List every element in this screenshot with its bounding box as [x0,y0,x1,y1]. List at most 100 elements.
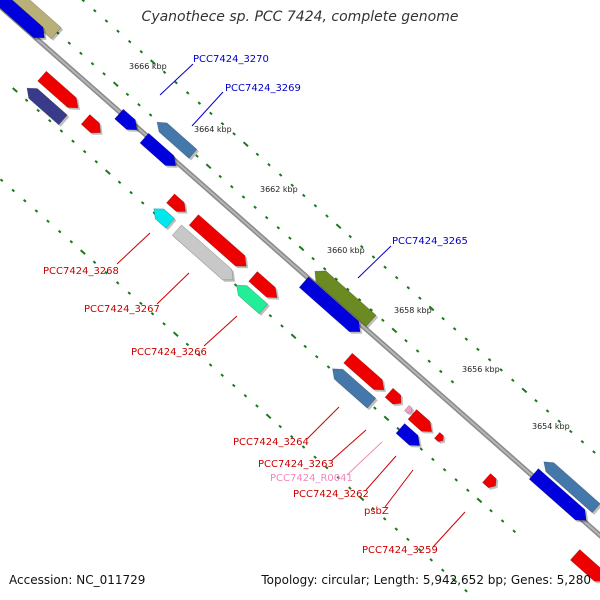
tick-dot-row-0 [439,369,443,374]
tick-dot-row-0 [137,102,141,107]
tick-dot-row-2 [290,183,294,187]
kbp-label-3654: 3654 kbp [532,422,570,431]
gene-label-pcc7424-3262[interactable]: PCC7424_3262 [293,489,369,500]
tick-dot-row-2 [534,398,538,403]
gene-label-psbz[interactable]: psbZ [364,506,389,517]
tick-dot-row-2 [139,50,144,54]
tick-dot-row-0 [264,215,269,220]
tick-dot-row-2 [545,409,550,413]
gene-label-pcc7424-r0041[interactable]: PCC7424_R0041 [270,473,353,484]
tick-dot-row-1 [303,344,307,349]
tick-dot-row-2 [325,214,329,218]
tick-dot-row-0 [311,256,315,261]
feature-blue-3265[interactable] [298,276,361,333]
tick-dot-row-2 [242,141,249,147]
tick-dot-row-2 [580,439,585,444]
tick-dot-row-1 [140,201,145,205]
tick-dot-row-1 [268,313,273,318]
tick-dot-row-2 [383,265,387,270]
tick-dot-row-3 [23,199,27,203]
tick-dot-row-0 [79,51,83,56]
feature-red-3[interactable] [166,193,186,212]
tick-dot-row-1 [280,324,284,328]
tick-dot-row-1 [59,129,64,133]
tick-dot-row-3 [185,342,190,347]
tick-dot-row-2 [428,305,435,312]
tick-dot-row-0 [334,277,339,281]
tick-dot-row-3 [220,373,224,377]
feature-steel-3264[interactable] [332,368,377,409]
feature-red-edge[interactable] [569,549,600,582]
tick-dot-row-3 [348,486,352,490]
tick-dot-row-1 [396,426,400,431]
kbp-label-3664: 3664 kbp [194,125,232,134]
feature-pink-r0041[interactable] [403,404,413,414]
tick-dot-row-0 [450,379,455,384]
leader-line-2 [357,245,392,279]
gene-label-pcc7424-3270[interactable]: PCC7424_3270 [193,54,269,65]
feature-blue-3269b[interactable] [139,132,177,167]
tick-dot-row-1 [419,447,424,451]
gene-label-pcc7424-3263[interactable]: PCC7424_3263 [258,459,334,470]
gene-label-pcc7424-3265[interactable]: PCC7424_3265 [392,236,468,247]
tick-dot-row-2 [220,121,225,126]
feature-red-3263[interactable] [407,409,433,432]
feature-navy-1[interactable] [26,87,68,126]
tick-dot-row-1 [82,149,87,154]
feature-blue-3270[interactable] [114,108,138,131]
tick-dot-row-2 [360,245,364,249]
tick-dot-row-0 [90,61,95,66]
feature-red-2[interactable] [80,114,101,134]
feature-red-5[interactable] [248,271,278,298]
gene-label-pcc7424-3267[interactable]: PCC7424_3267 [84,304,160,315]
tick-dot-row-3 [313,455,317,460]
feature-grey-3267[interactable] [171,224,234,281]
feature-red-3259[interactable] [482,473,497,489]
tick-dot-row-3 [358,495,365,502]
tick-dot-row-1 [71,139,75,144]
tick-dot-row-2 [278,173,283,177]
feature-blue-3254[interactable] [528,468,587,521]
feature-red-7[interactable] [384,387,402,405]
tick-dot-row-2 [81,0,85,3]
tick-dot-row-2 [464,337,469,341]
feature-red-6[interactable] [343,352,385,391]
tick-dot-row-0 [112,81,119,87]
label-leader-lines [116,63,466,548]
tick-dot-row-0 [253,205,257,210]
gene-label-pcc7424-3259[interactable]: PCC7424_3259 [362,545,438,556]
gene-label-pcc7424-3264[interactable]: PCC7424_3264 [233,437,309,448]
feature-steel-3254[interactable] [543,461,600,514]
feature-blue-3262[interactable] [395,423,421,446]
tick-dot-row-1 [476,497,483,504]
feature-red-1[interactable] [37,70,79,109]
tick-dot-row-0 [218,174,222,179]
tick-dot-row-0 [102,72,106,76]
tick-dot-row-1 [489,508,493,513]
leader-line-6 [306,406,340,440]
tick-dot-row-2 [104,19,109,23]
tick-dot-row-3 [301,445,306,449]
gene-label-pcc7424-3268[interactable]: PCC7424_3268 [43,266,119,277]
gene-label-pcc7424-3266[interactable]: PCC7424_3266 [131,347,207,358]
tick-dot-row-1 [500,519,505,523]
feature-steel-3269[interactable] [156,121,198,159]
tick-dot-row-3 [324,465,329,470]
tick-dot-row-1 [48,119,52,123]
gene-label-pcc7424-3269[interactable]: PCC7424_3269 [225,83,301,94]
tick-dot-row-1 [315,355,319,359]
tick-dot-row-3 [290,435,294,439]
tick-dot-row-3 [429,558,433,562]
tick-dot-row-3 [265,413,272,420]
tick-dot-row-2 [127,39,132,44]
feature-cyan-3268[interactable] [153,208,175,229]
leader-line-10 [384,469,414,508]
feature-blue-top[interactable] [0,0,45,39]
tick-dot-row-2 [406,286,411,290]
feature-red-psbz[interactable] [433,431,444,443]
feature-olive-3265[interactable] [314,270,377,327]
feature-green-3266[interactable] [236,284,269,315]
tick-dot-row-0 [67,41,72,45]
feature-red-4[interactable] [188,214,247,267]
